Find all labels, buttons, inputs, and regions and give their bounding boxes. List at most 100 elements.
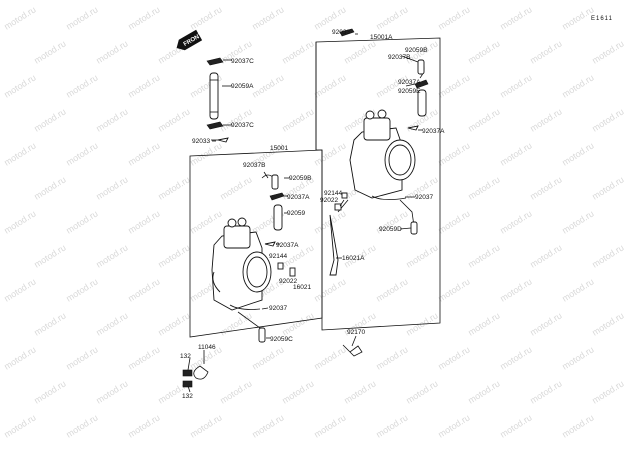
- watermark-text: motod.ru: [280, 378, 315, 405]
- watermark-text: motod.ru: [374, 4, 409, 31]
- watermark-text: motod.ru: [498, 208, 533, 235]
- watermark-text: motod.ru: [2, 4, 37, 31]
- watermark-text: motod.ru: [94, 174, 129, 201]
- watermark-text: motod.ru: [126, 208, 161, 235]
- watermark-text: motod.ru: [218, 310, 253, 337]
- label-92059A: 92059A: [231, 83, 254, 90]
- watermark-text: motod.ru: [498, 140, 533, 167]
- watermark-text: motod.ru: [32, 378, 67, 405]
- watermark-text: motod.ru: [436, 4, 471, 31]
- left-carburetor: [211, 217, 272, 343]
- watermark-text: motod.ru: [218, 106, 253, 133]
- label-right-92037: 92037: [415, 194, 433, 201]
- watermark-text: motod.ru: [466, 38, 501, 65]
- watermark-text: motod.ru: [342, 38, 377, 65]
- label-left-92037B: 92037B: [243, 162, 265, 169]
- watermark-text: motod.ru: [64, 208, 99, 235]
- watermark-layer: motod.ru motod.ru motod.ru motod.ru motod.ru…: [2, 4, 625, 439]
- label-right-92059D: 92059D: [379, 226, 402, 233]
- watermark-text: motod.ru: [64, 140, 99, 167]
- label-right-92059E: 92059E: [398, 88, 421, 95]
- label-92037C-2: 92037C: [231, 122, 254, 129]
- watermark-text: motod.ru: [590, 242, 625, 269]
- watermark-text: motod.ru: [126, 412, 161, 439]
- watermark-text: motod.ru: [560, 276, 595, 303]
- label-left-92059C: 92059C: [270, 336, 293, 343]
- watermark-text: motod.ru: [218, 174, 253, 201]
- watermark-text: motod.ru: [64, 276, 99, 303]
- watermark-text: motod.ru: [498, 72, 533, 99]
- loose-parts: [182, 344, 363, 388]
- watermark-text: motod.ru: [312, 4, 347, 31]
- watermark-text: motod.ru: [374, 344, 409, 371]
- label-15001: 15001: [270, 145, 288, 152]
- watermark-text: motod.ru: [94, 38, 129, 65]
- right-carburetor: [329, 109, 418, 276]
- watermark-text: motod.ru: [312, 140, 347, 167]
- part-labels: 15001A 92033 92037C 92059A 92037C 92033 …: [180, 29, 445, 400]
- label-left-16021: 16021: [293, 284, 311, 291]
- watermark-text: motod.ru: [280, 106, 315, 133]
- watermark-text: motod.ru: [2, 344, 37, 371]
- watermark-text: motod.ru: [32, 38, 67, 65]
- watermark-text: motod.ru: [590, 106, 625, 133]
- watermark-text: motod.ru: [528, 378, 563, 405]
- leader-lines: [187, 33, 422, 393]
- watermark-text: motod.ru: [156, 106, 191, 133]
- diagram-code: E1611: [591, 16, 613, 22]
- label-132-top: 132: [180, 353, 191, 360]
- watermark-text: motod.ru: [528, 242, 563, 269]
- watermark-text: motod.ru: [94, 242, 129, 269]
- label-left-92059B: 92059B: [289, 175, 311, 182]
- watermark-text: motod.ru: [560, 208, 595, 235]
- label-right-92059B: 92059B: [405, 47, 427, 54]
- watermark-text: motod.ru: [280, 310, 315, 337]
- watermark-text: motod.ru: [32, 310, 67, 337]
- watermark-text: motod.ru: [126, 72, 161, 99]
- watermark-text: motod.ru: [2, 412, 37, 439]
- watermark-text: motod.ru: [528, 310, 563, 337]
- watermark-text: motod.ru: [126, 4, 161, 31]
- hose-stack-top: [206, 57, 229, 143]
- label-92033-left: 92033: [192, 138, 210, 145]
- label-left-92037A-1: 92037A: [287, 194, 310, 201]
- watermark-text: motod.ru: [312, 208, 347, 235]
- watermark-text: motod.ru: [2, 276, 37, 303]
- watermark-text: motod.ru: [218, 378, 253, 405]
- watermark-text: motod.ru: [64, 344, 99, 371]
- watermark-text: motod.ru: [436, 208, 471, 235]
- label-left-92144: 92144: [269, 253, 287, 260]
- right-hoses: [334, 28, 429, 211]
- watermark-text: motod.ru: [250, 4, 285, 31]
- watermark-text: motod.ru: [374, 412, 409, 439]
- watermark-text: motod.ru: [498, 276, 533, 303]
- watermark-text: motod.ru: [250, 72, 285, 99]
- watermark-text: motod.ru: [560, 412, 595, 439]
- watermark-text: motod.ru: [528, 106, 563, 133]
- label-left-92059: 92059: [287, 210, 305, 217]
- watermark-text: motod.ru: [466, 242, 501, 269]
- watermark-text: motod.ru: [250, 344, 285, 371]
- watermark-text: motod.ru: [404, 242, 439, 269]
- watermark-text: motod.ru: [560, 344, 595, 371]
- watermark-text: motod.ru: [64, 4, 99, 31]
- watermark-text: motod.ru: [32, 174, 67, 201]
- label-11046: 11046: [198, 344, 216, 351]
- watermark-text: motod.ru: [188, 4, 223, 31]
- label-left-92037A-2: 92037A: [276, 242, 299, 249]
- watermark-text: motod.ru: [64, 72, 99, 99]
- watermark-text: motod.ru: [436, 140, 471, 167]
- watermark-text: motod.ru: [250, 412, 285, 439]
- label-right-92037B: 92037B: [388, 54, 410, 61]
- watermark-text: motod.ru: [2, 140, 37, 167]
- watermark-text: motod.ru: [560, 72, 595, 99]
- watermark-text: motod.ru: [342, 378, 377, 405]
- watermark-text: motod.ru: [528, 38, 563, 65]
- label-right-92037A-2: 92037A: [422, 128, 445, 135]
- watermark-text: motod.ru: [32, 106, 67, 133]
- watermark-text: motod.ru: [498, 344, 533, 371]
- label-right-92144: 92144: [324, 190, 342, 197]
- watermark-text: motod.ru: [156, 174, 191, 201]
- watermark-text: motod.ru: [188, 412, 223, 439]
